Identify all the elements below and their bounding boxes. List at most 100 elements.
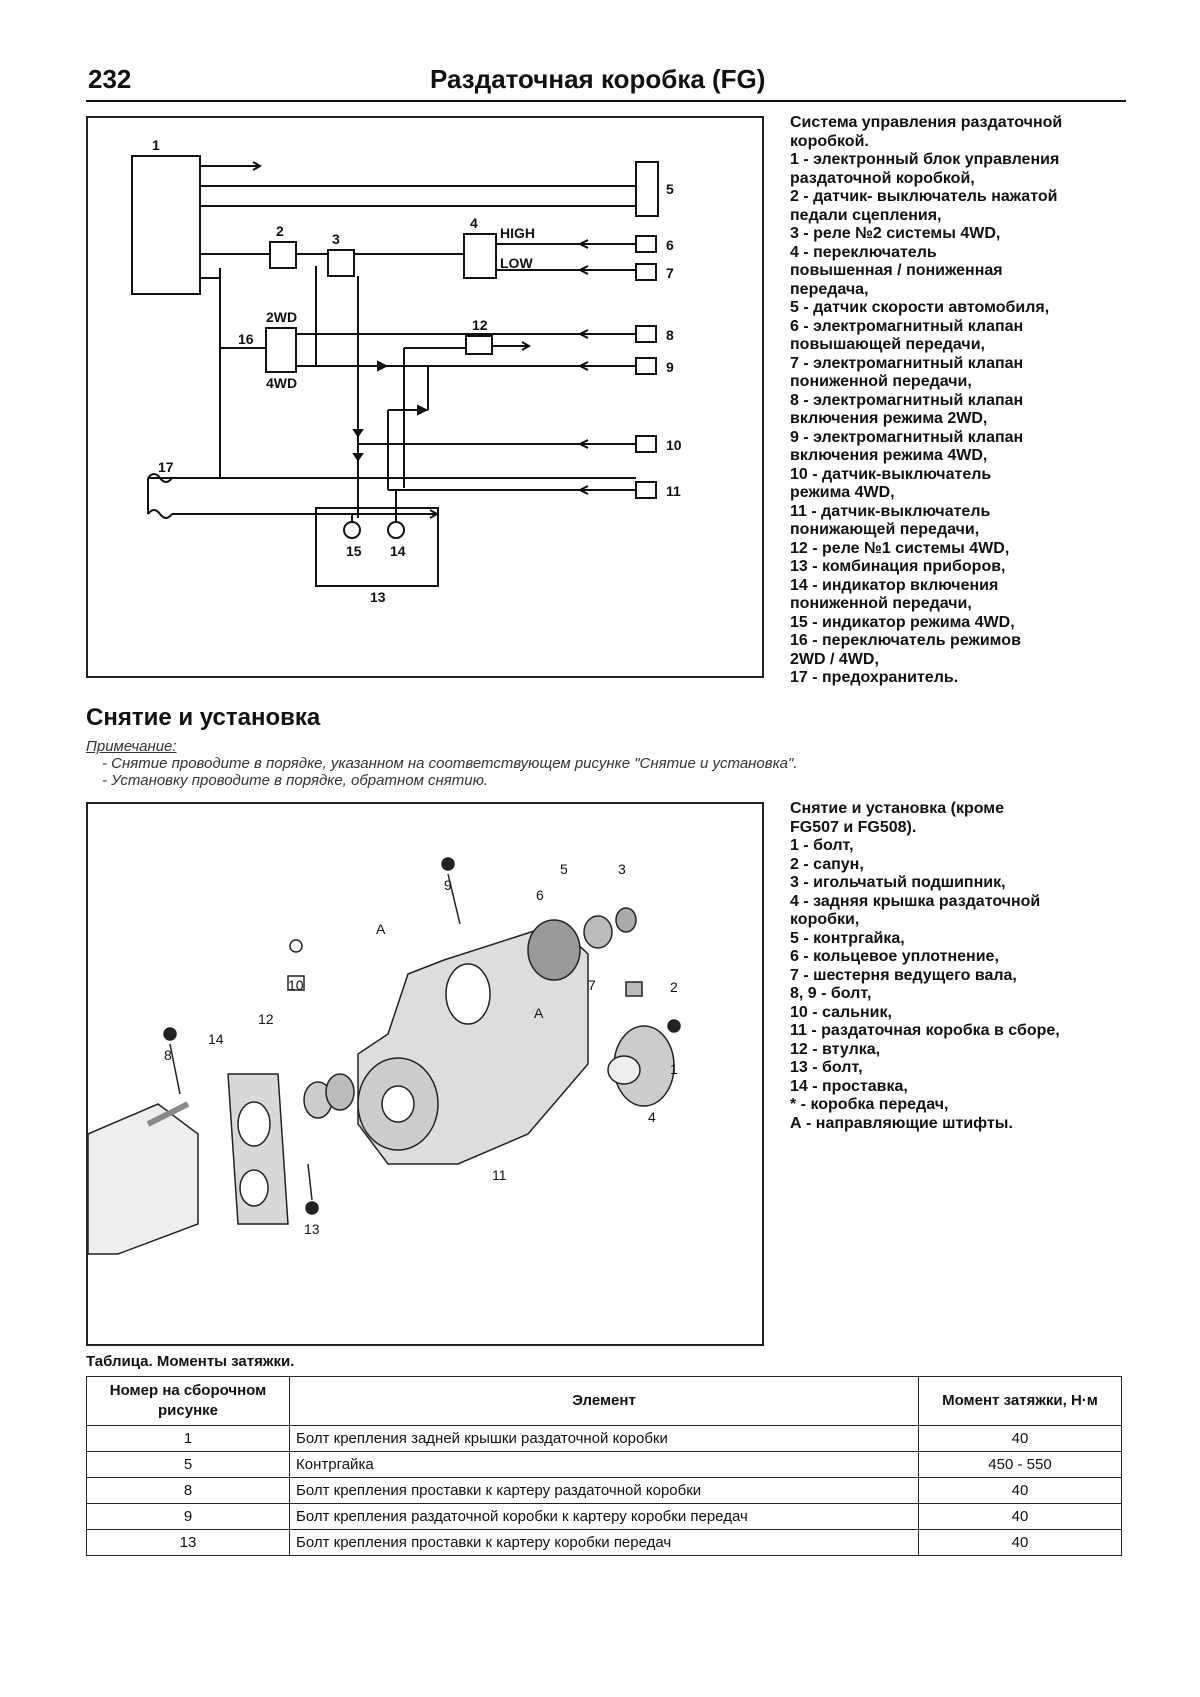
legend-line: 4 - задняя крышка раздаточной xyxy=(790,892,1041,910)
header-rule xyxy=(86,100,1126,102)
label-7: 7 xyxy=(666,265,674,281)
note-line-2: - Установку проводите в порядке, обратно… xyxy=(102,772,489,789)
legend-line: понижающей передачи, xyxy=(790,521,980,538)
wiring-diagram: 1 2 3 4 5 6 7 8 9 10 11 12 13 14 15 16 1… xyxy=(86,116,764,678)
cell-torque: 40 xyxy=(918,1529,1122,1556)
part-label-13: 13 xyxy=(304,1221,320,1237)
legend-line: 3 - реле №2 системы 4WD, xyxy=(790,225,1001,242)
cell-element: Контргайка xyxy=(289,1451,919,1478)
legend-line: 10 - датчик-выключатель xyxy=(790,465,992,483)
legend-line: включения режима 4WD, xyxy=(790,447,988,464)
cell-number: 5 xyxy=(86,1451,290,1478)
drive-gear xyxy=(527,919,581,981)
part-label-10: 10 xyxy=(288,977,304,993)
part-label-4: 4 xyxy=(648,1109,656,1125)
label-4wd: 4WD xyxy=(266,375,297,391)
bolt-8 xyxy=(163,1027,177,1041)
legend-line: режима 4WD, xyxy=(790,484,895,501)
label-2: 2 xyxy=(276,223,284,239)
part-label-a1: A xyxy=(376,921,386,937)
part-label-a2: A xyxy=(534,1005,544,1021)
legend-line: 4 - переключатель xyxy=(790,243,937,261)
legend-line: включения режима 2WD, xyxy=(790,410,988,427)
part-label-12: 12 xyxy=(258,1011,274,1027)
legend-line: 14 - индикатор включения xyxy=(790,576,999,594)
note: Примечание: - Снятие проводите в порядке… xyxy=(86,738,798,789)
bolt-13 xyxy=(305,1201,319,1215)
legend-line: 5 - датчик скорости автомобиля, xyxy=(790,299,1050,316)
legend-line: 12 - реле №1 системы 4WD, xyxy=(790,539,1010,557)
part-label-1: 1 xyxy=(670,1061,678,1077)
label-8: 8 xyxy=(666,327,674,343)
legend-line: * - коробка передач, xyxy=(790,1096,949,1113)
legend-line: 7 - электромагнитный клапан xyxy=(790,354,1024,372)
cell-torque: 450 - 550 xyxy=(918,1451,1122,1478)
legend-line: 11 - раздаточная коробка в сборе, xyxy=(790,1022,1060,1039)
legend-line: повышающей передачи, xyxy=(790,336,985,353)
legend-line: раздаточной коробкой, xyxy=(790,169,975,187)
cell-torque: 40 xyxy=(918,1425,1122,1452)
cell-torque: 40 xyxy=(918,1477,1122,1504)
header-number: Номер на сборочном рисунке xyxy=(86,1376,290,1426)
legend-line: Система управления раздаточной xyxy=(790,114,1063,131)
legend-line: 8, 9 - болт, xyxy=(790,985,872,1002)
legend-line: 13 - болт, xyxy=(790,1059,863,1076)
legend-line: пониженной передачи, xyxy=(790,595,972,612)
legend-line: 2WD / 4WD, xyxy=(790,650,879,668)
legend-line: 3 - игольчатый подшипник, xyxy=(790,874,1006,891)
instrument-cluster xyxy=(315,507,439,587)
legend-line: повышенная / пониженная xyxy=(790,262,1003,279)
exploded-view: 1 2 3 4 5 6 7 8 9 10 11 12 13 14 A A xyxy=(86,802,764,1346)
sensor-4wd xyxy=(635,435,657,453)
legend-line: пониженной передачи, xyxy=(790,373,972,390)
bolt-9 xyxy=(441,857,455,871)
legend-line: 9 - электромагнитный клапан xyxy=(790,428,1024,446)
label-2wd: 2WD xyxy=(266,309,297,325)
label-16: 16 xyxy=(238,331,254,347)
gearbox xyxy=(87,1103,199,1255)
label-3: 3 xyxy=(332,231,340,247)
part-label-8: 8 xyxy=(164,1047,172,1063)
table-caption: Таблица. Моменты затяжки. xyxy=(86,1353,295,1370)
legend-line: 6 - кольцевое уплотнение, xyxy=(790,948,999,965)
torque-table: Номер на сборочном рисунке Элемент Момен… xyxy=(86,1376,1122,1556)
label-13: 13 xyxy=(370,589,386,605)
relay-2 xyxy=(327,249,355,277)
label-low: LOW xyxy=(500,255,533,271)
legend-line: Снятие и установка (кроме xyxy=(790,800,1005,817)
legend-line: 1 - электронный блок управления xyxy=(790,151,1060,168)
legend-line: FG507 и FG508). xyxy=(790,818,917,836)
header-element: Элемент xyxy=(289,1376,919,1426)
cell-number: 1 xyxy=(86,1425,290,1452)
mode-switch xyxy=(265,327,297,373)
legend-line: педали сцепления, xyxy=(790,206,942,224)
part-label-6: 6 xyxy=(536,887,544,903)
ecu-block xyxy=(131,155,201,295)
sensor-low xyxy=(635,481,657,499)
header-torque: Момент затяжки, Н·м xyxy=(918,1376,1122,1426)
cell-element: Болт крепления проставки к картеру короб… xyxy=(289,1529,919,1556)
part-label-2: 2 xyxy=(670,979,678,995)
cell-element: Болт крепления задней крышки раздаточной… xyxy=(289,1425,919,1452)
label-9: 9 xyxy=(666,359,674,375)
legend-line: коробки, xyxy=(790,911,860,928)
legend-line: 2 - сапун, xyxy=(790,855,864,873)
section-title: Снятие и установка xyxy=(86,704,321,731)
legend-line: передача, xyxy=(790,280,869,298)
cell-number: 9 xyxy=(86,1503,290,1530)
legend-line: 16 - переключатель режимов xyxy=(790,632,1021,649)
note-title: Примечание: xyxy=(86,738,177,755)
label-15: 15 xyxy=(346,543,362,559)
solenoid-high xyxy=(635,235,657,253)
legend-line: 1 - болт, xyxy=(790,837,854,854)
part-label-7: 7 xyxy=(588,977,596,993)
label-11: 11 xyxy=(666,483,681,499)
solenoid-2wd xyxy=(635,325,657,343)
cell-element: Болт крепления раздаточной коробки к кар… xyxy=(289,1503,919,1530)
